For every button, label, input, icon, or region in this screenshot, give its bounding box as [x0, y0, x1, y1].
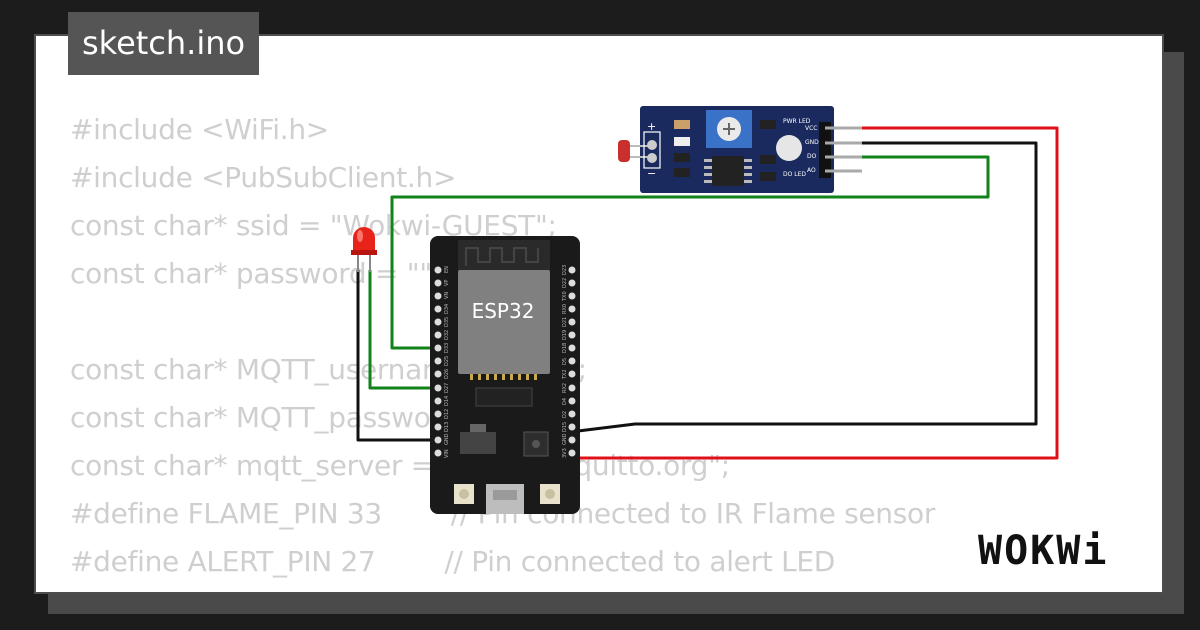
wire-led-anode-green: [368, 270, 438, 390]
pin-label: VP: [444, 280, 450, 286]
pin-label: D34: [444, 304, 450, 314]
code-line: const char* mqtt_server = "test.mosquitt…: [70, 449, 730, 482]
pin-label: D21: [562, 317, 568, 327]
pin-label: RX2: [562, 383, 568, 393]
pin-label: VN: [444, 292, 450, 299]
pin-label: D2: [562, 411, 568, 418]
right-header-pins: [568, 266, 576, 457]
pin-label: D22: [562, 278, 568, 288]
pin-label: D4: [562, 398, 568, 405]
ir-receiver-diode: [618, 140, 630, 162]
file-tab[interactable]: sketch.ino: [68, 12, 260, 75]
pin-label: D26: [444, 369, 450, 379]
pin-label: GND: [562, 433, 568, 445]
pin-label: D32: [444, 330, 450, 340]
red-led[interactable]: [351, 227, 377, 272]
pin-label: D15: [562, 422, 568, 432]
wokwi-logo: WOKWi: [978, 528, 1109, 574]
code-line: #define ALERT_PIN 27 // Pin connected to…: [70, 545, 836, 578]
wire-vcc-red: [570, 126, 1059, 460]
pin-label: D27: [444, 383, 450, 393]
pin-label: GND: [444, 433, 450, 445]
pin-label: D25: [444, 356, 450, 366]
wire-led-cathode-black: [356, 270, 438, 442]
pin-label: TX2: [562, 369, 568, 380]
esp32-board[interactable]: ESP32: [430, 236, 580, 514]
pin-label: D12: [444, 409, 450, 419]
sensor-pin-label: GND: [805, 139, 819, 146]
svg-text:+: +: [647, 120, 656, 133]
svg-text:PWR LED: PWR LED: [783, 118, 811, 125]
code-line: const char* password = "";: [70, 257, 442, 290]
pin-label: D35: [444, 317, 450, 327]
flame-sensor-module[interactable]: + − PWR LED DO LED VCC GND DO A: [618, 106, 862, 193]
pin-label: D18: [562, 343, 568, 353]
code-line: #define FLAME_PIN 33 // Pin connected to…: [70, 497, 936, 530]
code-line: #include <WiFi.h>: [70, 113, 329, 146]
wire-do-green: [390, 155, 990, 350]
sensor-pin-label: AO: [807, 167, 816, 174]
left-header-pins: [434, 266, 442, 457]
pin-label: RX0: [562, 304, 568, 314]
svg-text:DO LED: DO LED: [783, 171, 806, 178]
code-line: #include <PubSubClient.h>: [70, 161, 457, 194]
code-line: const char* ssid = "Wokwi-GUEST";: [70, 209, 557, 242]
wires: [356, 126, 1059, 460]
pin-label: D19: [562, 330, 568, 340]
pin-label: D13: [444, 422, 450, 432]
pin-label: D23: [562, 265, 568, 275]
svg-text:−: −: [647, 167, 656, 180]
pin-label: D5: [562, 358, 568, 365]
pin-label: D14: [444, 396, 450, 406]
pin-label: VIN: [444, 449, 450, 458]
pin-label: D33: [444, 343, 450, 353]
sensor-pin-label: VCC: [805, 125, 817, 132]
wire-gnd-black: [569, 141, 1038, 434]
board-label: ESP32: [472, 299, 535, 323]
pin-label: 3V3: [562, 448, 568, 458]
code-preview: #include <WiFi.h> #include <PubSubClient.…: [70, 106, 935, 586]
sensor-pin-label: DO: [807, 153, 817, 160]
pin-label: EN: [444, 266, 450, 273]
pin-label: TX0: [562, 291, 568, 302]
